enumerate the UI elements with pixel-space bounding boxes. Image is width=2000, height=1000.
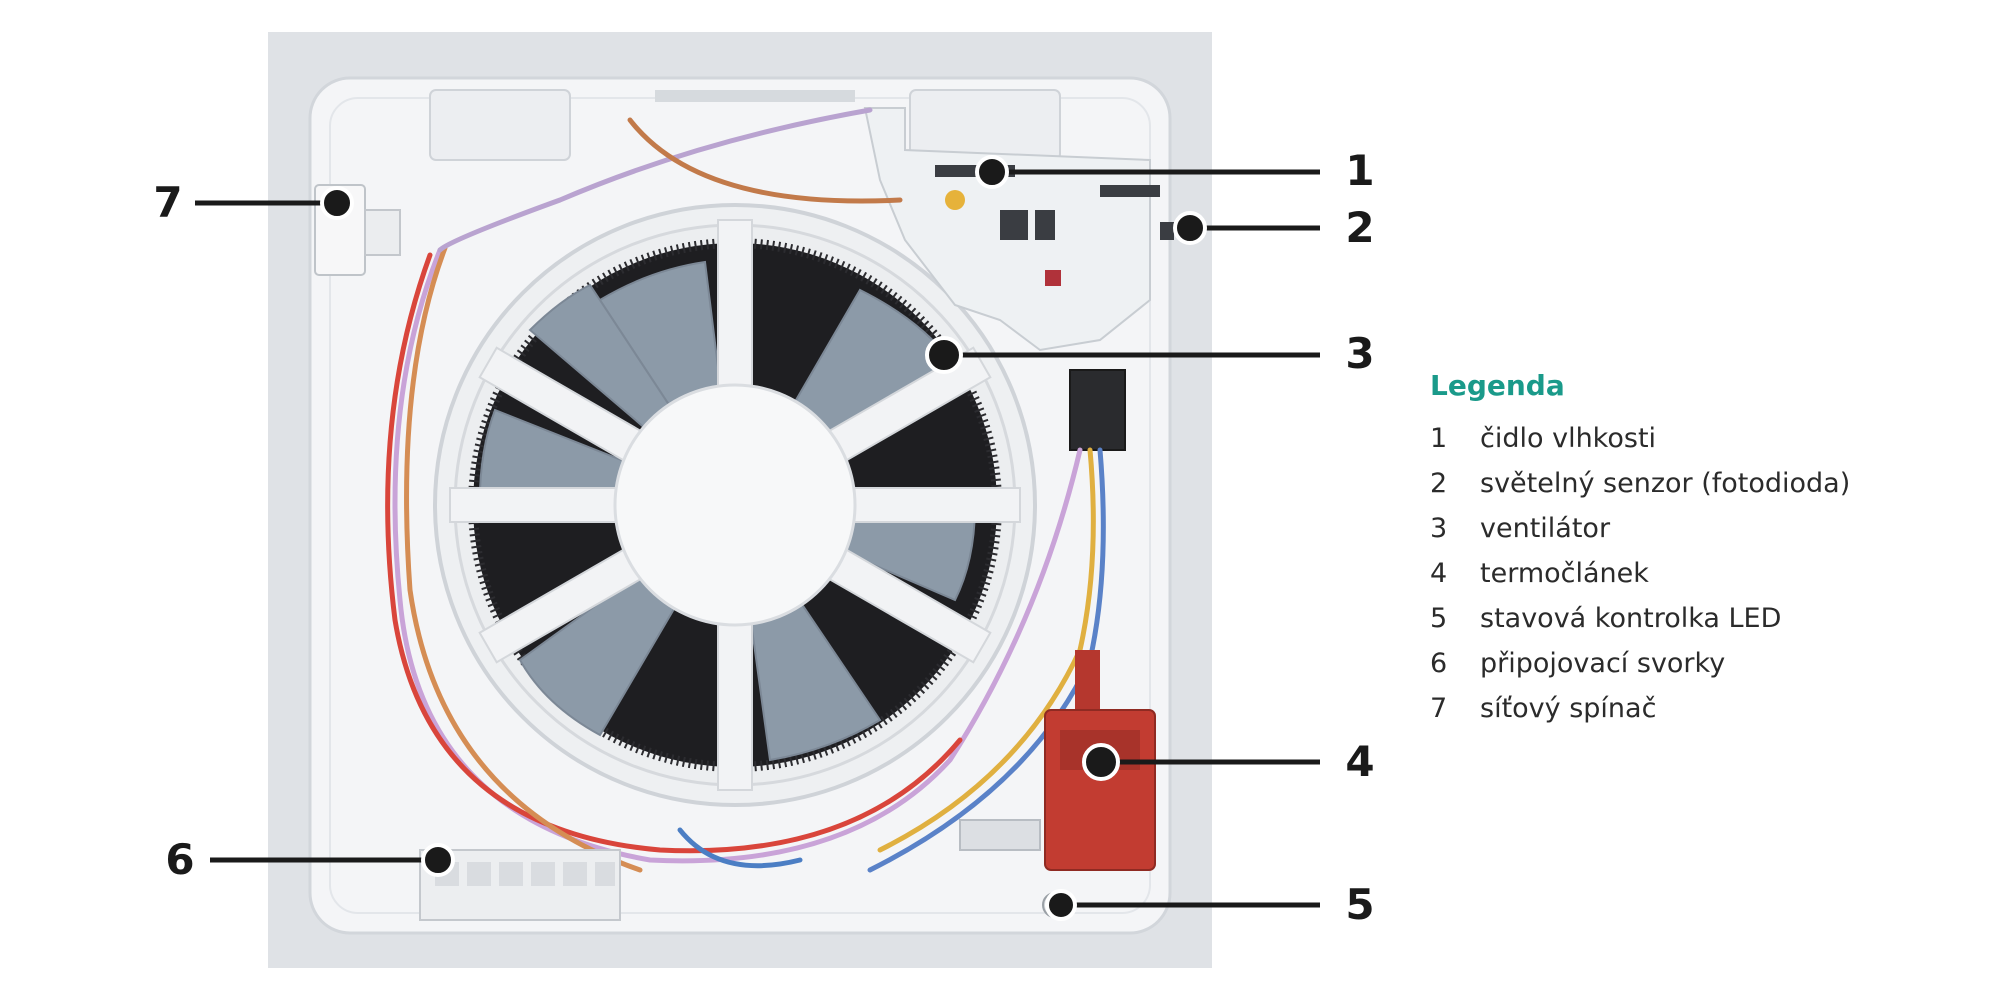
callout-number-7: 7 — [153, 178, 183, 227]
legend-item-text: čidlo vlhkosti — [1480, 423, 1657, 454]
legend-item-text: ventilátor — [1480, 513, 1611, 544]
pcb-connector — [1069, 369, 1126, 451]
fan-hub — [613, 383, 857, 627]
callout-number-3: 3 — [1345, 329, 1375, 378]
callout-dots — [320, 155, 1207, 921]
callout-dot-4 — [1082, 743, 1120, 781]
callout-dot-7 — [320, 186, 354, 220]
legend-item-number: 4 — [1430, 558, 1448, 589]
legend: Legenda 1 čidlo vlhkosti 2 světelný senz… — [1430, 368, 1950, 731]
legend-title: Legenda — [1430, 369, 1565, 402]
legend-item-number: 3 — [1430, 513, 1448, 544]
legend-item-text: světelný senzor (fotodioda) — [1480, 468, 1851, 499]
callout-dot-3 — [925, 336, 963, 374]
legend-item: 4 termočlánek — [1430, 551, 1950, 596]
callout-lines — [195, 169, 1320, 908]
legend-item-text: síťový spínač — [1480, 693, 1657, 724]
callout-number-6: 6 — [165, 835, 195, 884]
callout-number-4: 4 — [1345, 737, 1375, 786]
legend-item: 2 světelný senzor (fotodioda) — [1430, 461, 1950, 506]
legend-item: 1 čidlo vlhkosti — [1430, 416, 1950, 461]
legend-item-number: 2 — [1430, 468, 1448, 499]
legend-item: 7 síťový spínač — [1430, 686, 1950, 731]
legend-item: 5 stavová kontrolka LED — [1430, 596, 1950, 641]
legend-item-number: 6 — [1430, 648, 1448, 679]
legend-item: 6 připojovací svorky — [1430, 641, 1950, 686]
legend-item-text: připojovací svorky — [1480, 648, 1726, 679]
legend-item-number: 1 — [1430, 423, 1448, 454]
callout-number-2: 2 — [1345, 203, 1375, 252]
legend-item-text: termočlánek — [1480, 558, 1649, 589]
callout-dot-5 — [1045, 889, 1077, 921]
callout-number-5: 5 — [1345, 880, 1375, 929]
callout-number-1: 1 — [1345, 146, 1375, 195]
callout-dot-1 — [975, 155, 1009, 189]
legend-item-number: 5 — [1430, 603, 1448, 634]
legend-item: 3 ventilátor — [1430, 506, 1950, 551]
callout-dot-6 — [421, 843, 455, 877]
callout-dot-2 — [1173, 211, 1207, 245]
legend-item-number: 7 — [1430, 693, 1448, 724]
legend-item-text: stavová kontrolka LED — [1480, 603, 1782, 634]
